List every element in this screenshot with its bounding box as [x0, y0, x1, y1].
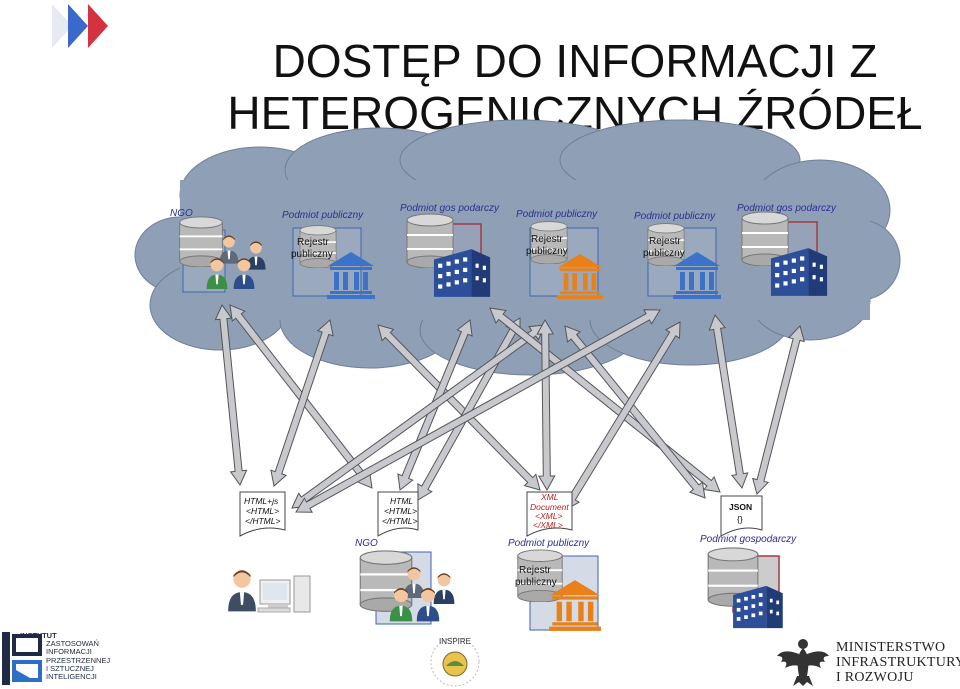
double-arrow	[751, 325, 806, 495]
source-label: NGO	[170, 208, 193, 219]
ministry-line: I ROZWOJU	[836, 670, 914, 685]
source-label: Podmiot publiczny	[634, 211, 716, 222]
cloud-source-public-1: Rejestr publiczny Podmiot publiczny	[282, 210, 375, 299]
institute-line: ZASTOSOWAŃ	[46, 639, 99, 649]
double-arrow	[377, 324, 541, 491]
institute-line: INFORMACJI	[46, 647, 92, 657]
double-arrow	[214, 304, 248, 486]
source-label: Podmiot publiczny	[282, 210, 364, 221]
bottom-source-ngo: NGO	[355, 538, 455, 625]
institute-line: PRZESTRZENNEJ	[46, 655, 111, 665]
doc-line: </HTML>	[245, 516, 280, 526]
inspire-label: INSPIRE	[439, 637, 471, 646]
registry-line-2: publiczny	[291, 249, 333, 260]
arrows-group	[214, 304, 806, 513]
logo-arrows-icon	[52, 4, 108, 48]
registry-line-1: Rejestr	[531, 234, 563, 245]
page-title: DOSTĘP DO INFORMACJI Z HETEROGENICZNYCH …	[200, 35, 950, 139]
institute-label: INSTYTUT	[20, 631, 57, 640]
doc-line: </XML>	[533, 520, 563, 530]
cloud-source-public-2: Rejestr publiczny Podmiot publiczny	[516, 209, 604, 300]
doc-line: HTML+js	[244, 496, 279, 506]
institute-line: I SZTUCZNEJ	[46, 663, 94, 673]
title-line-1: DOSTĘP DO INFORMACJI Z	[272, 34, 878, 87]
source-label: Podmiot gos podarczy	[737, 203, 837, 214]
double-arrow	[536, 318, 556, 492]
bottom-source-public: Rejestr publiczny Podmiot publiczny	[508, 538, 601, 631]
doc-line: Document	[530, 502, 569, 512]
cloud-source-business-1: Podmiot gos podarczy	[400, 203, 500, 297]
institute-text: INSTYTUT ZASTOSOWAŃ INFORMACJI PRZESTRZE…	[20, 631, 111, 682]
doc-line: JSON	[729, 502, 752, 512]
document-html: HTML <HTML> </HTML>	[377, 491, 419, 537]
registry-line-2: publiczny	[526, 246, 568, 257]
registry-line-2: publiczny	[515, 577, 557, 588]
double-arrow	[270, 319, 334, 487]
inspire-seal-icon: INSPIRE	[430, 637, 480, 687]
double-arrow	[291, 324, 546, 509]
registry-line-1: Rejestr	[649, 236, 681, 247]
ministry-line: MINISTERSTWO	[836, 640, 946, 655]
bottom-source-business: Podmiot gospodarczy	[700, 534, 797, 629]
cloud-source-business-2: Podmiot gos podarczy	[737, 203, 837, 296]
source-label: Podmiot gos podarczy	[400, 203, 500, 214]
institute-line: INTELIGENCJI	[46, 672, 97, 682]
institute-logo-icon	[2, 632, 42, 685]
doc-line: {}	[737, 514, 743, 524]
doc-line: XML	[540, 492, 559, 502]
double-arrow	[564, 325, 706, 499]
registry-line-1: Rejestr	[519, 565, 551, 576]
doc-line: <HTML>	[246, 506, 279, 516]
doc-line: </HTML>	[382, 516, 417, 526]
ministry-name: MINISTERSTWO INFRASTRUKTURY I ROZWOJU	[836, 640, 960, 685]
source-label: Podmiot publiczny	[508, 538, 590, 549]
doc-line: <HTML>	[384, 506, 417, 516]
ministry-line: INFRASTRUKTURY	[836, 655, 960, 670]
source-label: Podmiot publiczny	[516, 209, 598, 220]
double-arrow	[708, 314, 749, 489]
cloud-source-ngo: NGO	[170, 208, 266, 293]
source-label: NGO	[355, 538, 378, 549]
doc-line: <XML>	[535, 511, 562, 521]
registry-line-1: Rejestr	[297, 237, 329, 248]
double-arrow	[295, 309, 661, 513]
doc-line: HTML	[390, 496, 413, 506]
document-html-js: HTML+js <HTML> </HTML>	[239, 491, 286, 537]
eagle-emblem-icon	[777, 639, 829, 686]
document-json: JSON {}	[720, 495, 763, 537]
cloud-source-public-3: Rejestr publiczny Podmiot publiczny	[634, 211, 721, 299]
user-workstation	[228, 570, 311, 613]
registry-line-2: publiczny	[643, 248, 685, 259]
document-xml: XML Document <XML> </XML>	[526, 491, 573, 537]
source-label: Podmiot gospodarczy	[700, 534, 797, 545]
